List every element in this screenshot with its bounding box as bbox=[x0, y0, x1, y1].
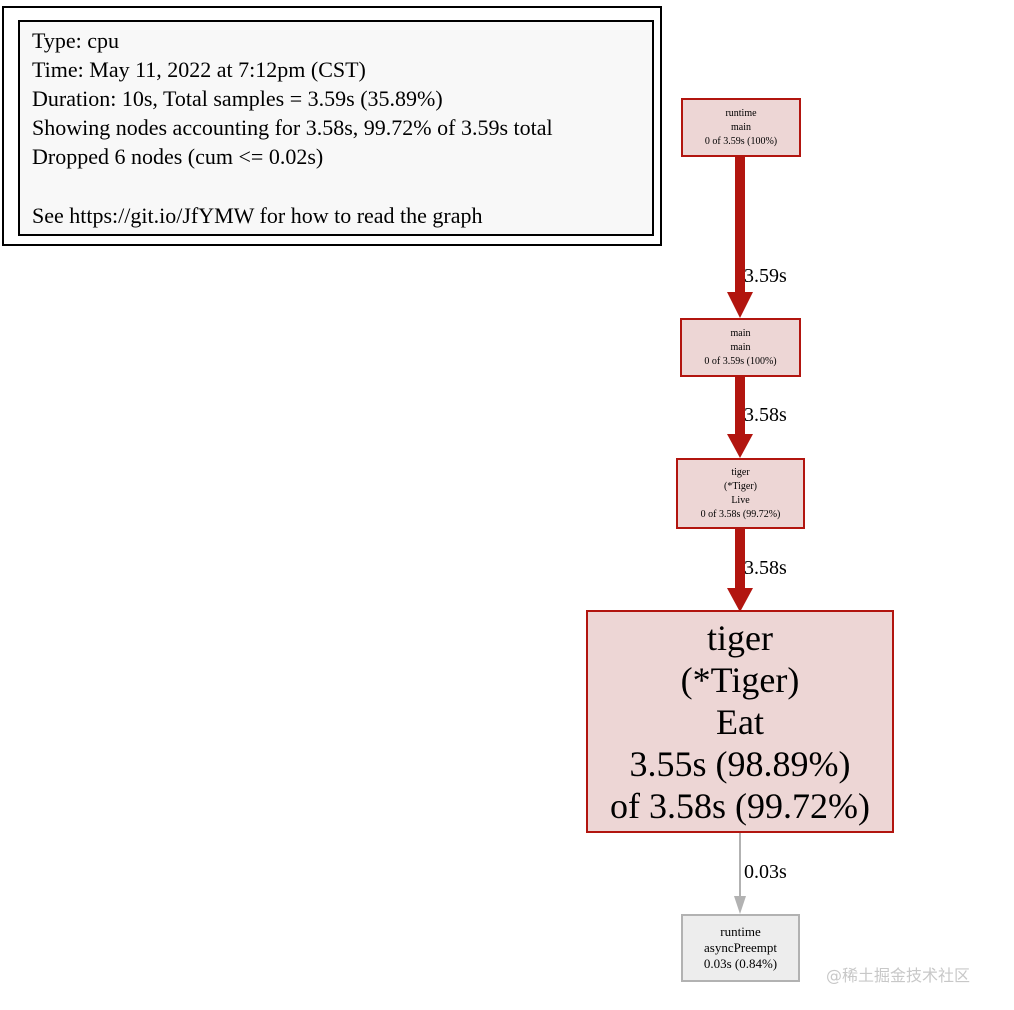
node-cost-label: 0.03s (0.84%) bbox=[703, 956, 778, 971]
node-function-label: Live bbox=[731, 494, 750, 506]
node-tiger-eat[interactable]: tiger (*Tiger) Eat 3.55s (98.89%) of 3.5… bbox=[586, 610, 894, 833]
node-receiver-label: (*Tiger) bbox=[680, 659, 800, 700]
edge-tiger-live-to-eat[interactable] bbox=[727, 529, 753, 612]
node-package-label: tiger bbox=[731, 466, 750, 478]
legend-showing: Showing nodes accounting for 3.58s, 99.7… bbox=[32, 115, 553, 140]
node-runtime-main[interactable]: runtime main 0 of 3.59s (100%) bbox=[681, 98, 801, 157]
node-package-label: runtime bbox=[725, 107, 757, 119]
node-cum-cost-label: of 3.58s (99.72%) bbox=[610, 785, 870, 826]
node-function-label: asyncPreempt bbox=[704, 940, 777, 955]
node-receiver-label: (*Tiger) bbox=[724, 480, 757, 492]
node-flat-cost-label: 3.55s (98.89%) bbox=[629, 743, 851, 784]
node-package-label: runtime bbox=[720, 924, 761, 939]
edge-runtime-main-to-main[interactable] bbox=[727, 157, 753, 318]
node-package-label: main bbox=[730, 327, 751, 339]
node-function-label: main bbox=[730, 341, 751, 353]
legend-box: Type: cpu Time: May 11, 2022 at 7:12pm (… bbox=[2, 6, 662, 246]
node-function-label: Eat bbox=[716, 701, 764, 742]
edge-eat-to-asyncpreempt[interactable] bbox=[734, 833, 746, 914]
legend-help-link: See https://git.io/JfYMW for how to read… bbox=[32, 203, 483, 228]
node-main-main[interactable]: main main 0 of 3.59s (100%) bbox=[680, 318, 801, 377]
edge-main-to-tiger-live[interactable] bbox=[727, 376, 753, 458]
legend-dropped: Dropped 6 nodes (cum <= 0.02s) bbox=[32, 144, 324, 169]
node-tiger-live[interactable]: tiger (*Tiger) Live 0 of 3.58s (99.72%) bbox=[676, 458, 805, 529]
edge-label-tiger-live: 3.58s bbox=[744, 557, 787, 579]
legend-duration: Duration: 10s, Total samples = 3.59s (35… bbox=[32, 86, 443, 111]
node-cost-label: 0 of 3.59s (100%) bbox=[704, 355, 777, 367]
node-package-label: tiger bbox=[707, 617, 773, 658]
legend-panel: Type: cpu Time: May 11, 2022 at 7:12pm (… bbox=[18, 20, 654, 236]
node-function-label: main bbox=[731, 121, 751, 133]
node-cost-label: 0 of 3.59s (100%) bbox=[704, 135, 778, 147]
edge-label-runtime-main: 3.59s bbox=[744, 265, 787, 287]
edge-label-main: 3.58s bbox=[744, 404, 787, 426]
legend-time: Time: May 11, 2022 at 7:12pm (CST) bbox=[32, 57, 366, 82]
legend-type: Type: cpu bbox=[32, 28, 120, 53]
node-cost-label: 0 of 3.58s (99.72%) bbox=[700, 508, 781, 520]
watermark-text: @稀土掘金技术社区 bbox=[826, 966, 971, 985]
node-runtime-asyncpreempt[interactable]: runtime asyncPreempt 0.03s (0.84%) bbox=[681, 914, 800, 982]
edge-label-eat: 0.03s bbox=[744, 861, 787, 883]
